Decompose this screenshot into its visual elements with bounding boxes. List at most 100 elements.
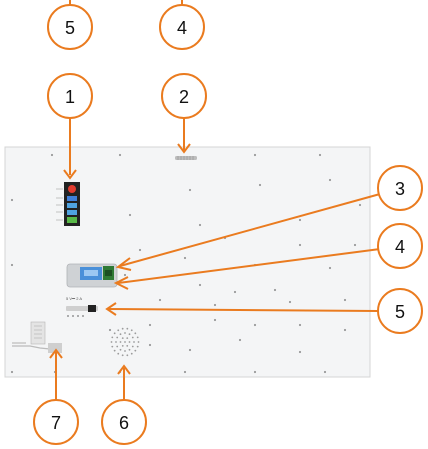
speaker-hole <box>117 352 120 355</box>
screw-dot <box>328 266 332 270</box>
top-vent-slot <box>175 156 197 160</box>
speaker-hole <box>113 349 116 352</box>
ethernet-port-inner <box>105 270 112 276</box>
callout-6-label: 6 <box>119 413 129 433</box>
callout-1-label: 1 <box>65 87 75 107</box>
speaker-hole <box>128 341 131 343</box>
screw-dot <box>253 370 257 374</box>
speaker-hole <box>137 341 140 343</box>
speaker-hole <box>126 327 129 330</box>
speaker-hole <box>121 337 124 339</box>
speaker-hole <box>115 341 117 343</box>
speaker-hole <box>126 337 129 339</box>
callout-4-top: 4 <box>159 0 205 50</box>
screw-dot <box>343 328 347 332</box>
callout-4: 4 <box>113 223 423 290</box>
callout-5-label: 5 <box>395 302 405 322</box>
mounting-dots <box>10 153 362 374</box>
callout-1: 1 <box>47 73 93 180</box>
screw-dot <box>358 203 362 207</box>
screw-dot <box>298 350 302 354</box>
callout-7-label: 7 <box>51 413 61 433</box>
screw-dot <box>158 298 162 302</box>
speaker-hole <box>136 345 139 348</box>
screw-dot <box>213 318 217 322</box>
speaker-hole <box>121 327 124 330</box>
callout-5: 5 <box>105 288 423 334</box>
screw-dot <box>118 153 122 157</box>
screw-dot <box>253 153 257 157</box>
speaker-hole <box>126 345 129 347</box>
speaker-hole <box>116 336 119 339</box>
screw-dot <box>188 348 192 352</box>
callout-5-top-label: 5 <box>65 18 75 38</box>
speaker-hole <box>119 348 122 351</box>
callout-4-label: 4 <box>395 237 405 257</box>
speaker-hole <box>121 345 124 347</box>
screw-dot <box>128 213 132 217</box>
callout-4-top-label: 4 <box>177 18 187 38</box>
speaker-hole <box>117 329 120 332</box>
speaker-hole <box>131 345 134 348</box>
speaker-grille <box>110 327 140 357</box>
screw-dot <box>318 153 322 157</box>
power-port-dots <box>67 315 84 317</box>
callout-3: 3 <box>115 165 423 271</box>
speaker-hole <box>130 352 133 355</box>
speaker-hole <box>126 354 129 357</box>
screw-dot <box>298 323 302 327</box>
speaker-hole <box>130 329 133 332</box>
screw-dot <box>298 218 302 222</box>
speaker-hole <box>134 332 137 335</box>
speaker-hole <box>119 341 122 343</box>
screw-dot <box>353 243 357 247</box>
screw-dot <box>183 256 187 260</box>
power-led-icon <box>68 185 76 193</box>
screw-dot <box>273 288 277 292</box>
speaker-hole <box>124 341 126 343</box>
speaker-hole <box>134 349 137 352</box>
speaker-hole <box>116 345 119 348</box>
screw-dot <box>238 338 242 342</box>
callout-5-top: 5 <box>47 0 93 50</box>
speaker-hole <box>131 336 134 339</box>
speaker-hole <box>111 345 114 348</box>
screw-dot <box>213 303 217 307</box>
screw-dot <box>323 370 327 374</box>
screw-dot <box>123 273 127 277</box>
speaker-hole <box>124 350 126 352</box>
screw-dot <box>108 328 112 332</box>
callout-7: 7 <box>33 348 79 445</box>
callout-6: 6 <box>101 364 147 445</box>
indicator-led-2 <box>67 203 77 208</box>
callout-2-label: 2 <box>179 87 189 107</box>
speaker-hole <box>136 336 139 339</box>
screw-dot <box>233 290 237 294</box>
power-plug-ridges <box>34 325 42 339</box>
indicator-led-4 <box>67 217 77 223</box>
speaker-hole <box>128 333 131 336</box>
screw-dot <box>148 343 152 347</box>
indicator-led-3 <box>67 210 77 215</box>
power-port <box>88 305 96 312</box>
screw-dot <box>138 248 142 252</box>
screw-dot <box>343 298 347 302</box>
indicator-label-ticks <box>56 188 63 221</box>
screw-dot <box>188 188 192 192</box>
device-back-panel <box>4 146 371 378</box>
screw-dot <box>253 323 257 327</box>
usb-port-inner <box>84 270 98 276</box>
plug-connector <box>48 343 62 353</box>
power-plug <box>30 321 46 345</box>
screw-dot <box>10 263 14 267</box>
speaker-hole <box>128 348 131 351</box>
speaker-hole <box>133 341 135 343</box>
screw-dot <box>288 300 292 304</box>
top-vent-lines <box>177 156 194 160</box>
indicator-led-1 <box>67 196 77 201</box>
screw-dot <box>328 178 332 182</box>
screw-dot <box>10 198 14 202</box>
speaker-hole <box>113 332 116 335</box>
screw-dot <box>198 223 202 227</box>
